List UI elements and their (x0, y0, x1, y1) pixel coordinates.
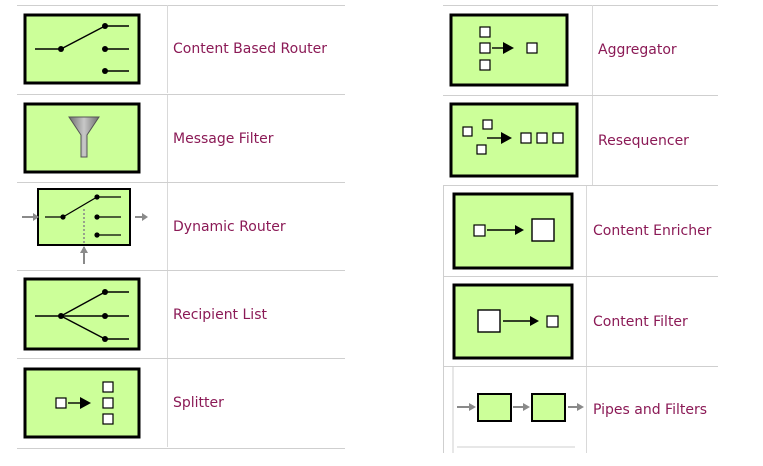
content-based-router-icon (23, 13, 141, 85)
pipes-and-filters-icon (452, 367, 584, 453)
table-row: Content Filter (443, 277, 718, 366)
table-divider (17, 358, 345, 359)
icon-cell (17, 95, 168, 182)
resequencer-icon (449, 102, 579, 178)
pattern-label[interactable]: Content Based Router (173, 41, 327, 57)
dynamic-router-icon (22, 188, 148, 264)
table-divider (17, 5, 345, 6)
recipient-list-icon (23, 277, 141, 351)
icon-cell (17, 5, 168, 93)
icon-cell (443, 5, 593, 95)
icon-cell (17, 359, 168, 447)
pattern-label[interactable]: Resequencer (598, 132, 689, 149)
pattern-label[interactable]: Message Filter (173, 130, 274, 147)
splitter-icon (23, 367, 141, 439)
table-divider (17, 182, 345, 183)
left-pattern-table: Content Based Router Message Filter (17, 5, 345, 449)
icon-cell (17, 183, 168, 270)
table-row: Aggregator (443, 5, 718, 95)
pattern-label[interactable]: Dynamic Router (173, 218, 286, 235)
table-divider (443, 366, 718, 367)
table-divider (443, 5, 718, 6)
right-pattern-table: Aggregator Resequencer (443, 5, 718, 455)
pattern-label[interactable]: Aggregator (598, 42, 677, 58)
pattern-label[interactable]: Splitter (173, 395, 224, 411)
icon-cell (443, 367, 587, 453)
table-row: Dynamic Router (17, 183, 345, 270)
table-divider (17, 94, 345, 95)
table-row: Splitter (17, 359, 345, 447)
icon-cell (443, 96, 593, 185)
table-divider (443, 185, 444, 453)
table-divider (17, 270, 345, 271)
table-row: Recipient List (17, 271, 345, 358)
icon-cell (17, 271, 168, 358)
pattern-label[interactable]: Content Enricher (593, 223, 712, 239)
pattern-label[interactable]: Content Filter (593, 313, 688, 330)
content-enricher-icon (452, 192, 574, 270)
message-filter-icon (23, 102, 141, 174)
content-filter-icon (452, 283, 574, 360)
table-row: Content Enricher (443, 186, 718, 276)
pattern-label[interactable]: Recipient List (173, 306, 267, 323)
aggregator-icon (449, 13, 569, 87)
table-divider (17, 448, 345, 449)
table-row: Resequencer (443, 96, 718, 185)
table-divider (443, 185, 718, 186)
pattern-label[interactable]: Pipes and Filters (593, 402, 708, 418)
table-row: Pipes and Filters (443, 367, 718, 453)
table-row: Content Based Router (17, 5, 345, 93)
icon-cell (443, 186, 587, 276)
table-divider (443, 276, 718, 277)
table-row: Message Filter (17, 95, 345, 182)
icon-cell (443, 277, 587, 366)
table-divider (443, 95, 718, 96)
